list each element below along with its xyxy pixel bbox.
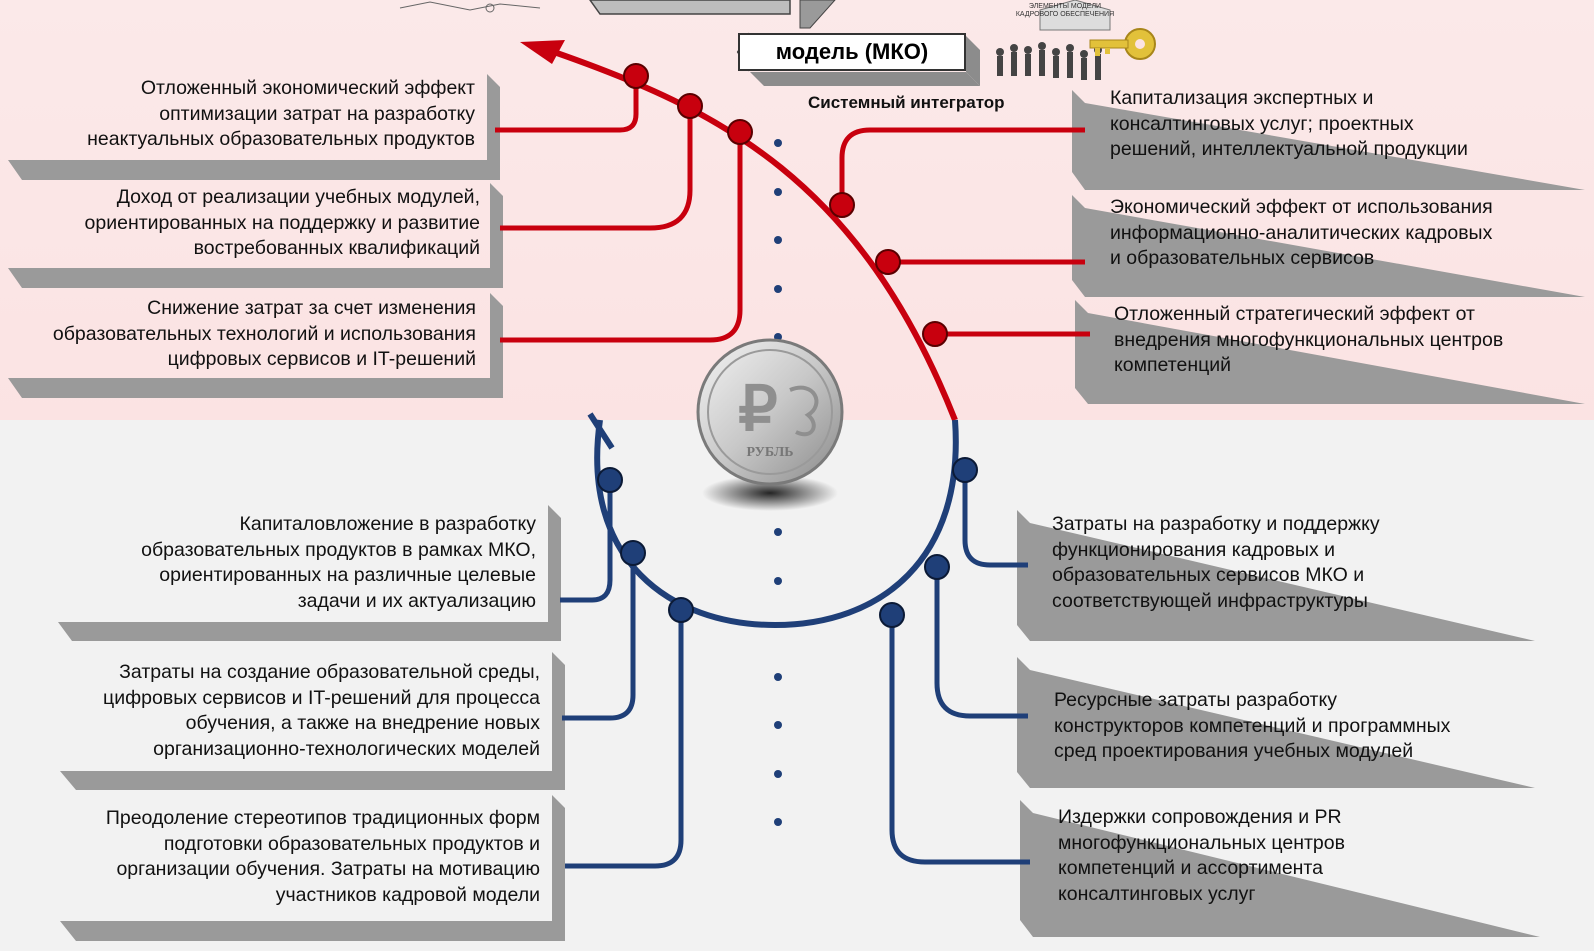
income-arrowhead xyxy=(520,40,565,64)
sketch-illustration xyxy=(399,1,541,13)
integrator-label: Системный интегратор xyxy=(808,93,1005,112)
cost-nodes xyxy=(597,457,978,628)
label-shadows xyxy=(8,74,1585,941)
income-nodes xyxy=(623,63,948,347)
income-arc xyxy=(553,49,958,422)
ruble-coin: ₽ РУБЛЬ xyxy=(696,338,844,511)
center-dotted-axis xyxy=(774,139,782,826)
people-illustration xyxy=(996,0,1111,80)
income-left-label-2: Доход от реализации учебных модулей,орие… xyxy=(84,186,480,259)
illustration-caption: ЭЛЕМЕНТЫ МОДЕЛИ КАДРОВОГО ОБЕСПЕЧЕНИЯ xyxy=(1015,3,1115,18)
cost-connectors xyxy=(560,470,1030,869)
model-banner: модель (МКО) xyxy=(738,33,966,71)
coin-text: РУБЛЬ xyxy=(746,445,793,460)
income-connectors xyxy=(495,76,1090,343)
cost-left-label-2: Затраты на создание образовательной сред… xyxy=(103,661,540,760)
cost-left-label-3: Преодоление стереотипов традиционных фор… xyxy=(105,807,540,906)
key-icon xyxy=(1089,28,1156,60)
costs-arrowhead xyxy=(587,412,615,450)
svg-text:₽: ₽ xyxy=(738,376,777,444)
